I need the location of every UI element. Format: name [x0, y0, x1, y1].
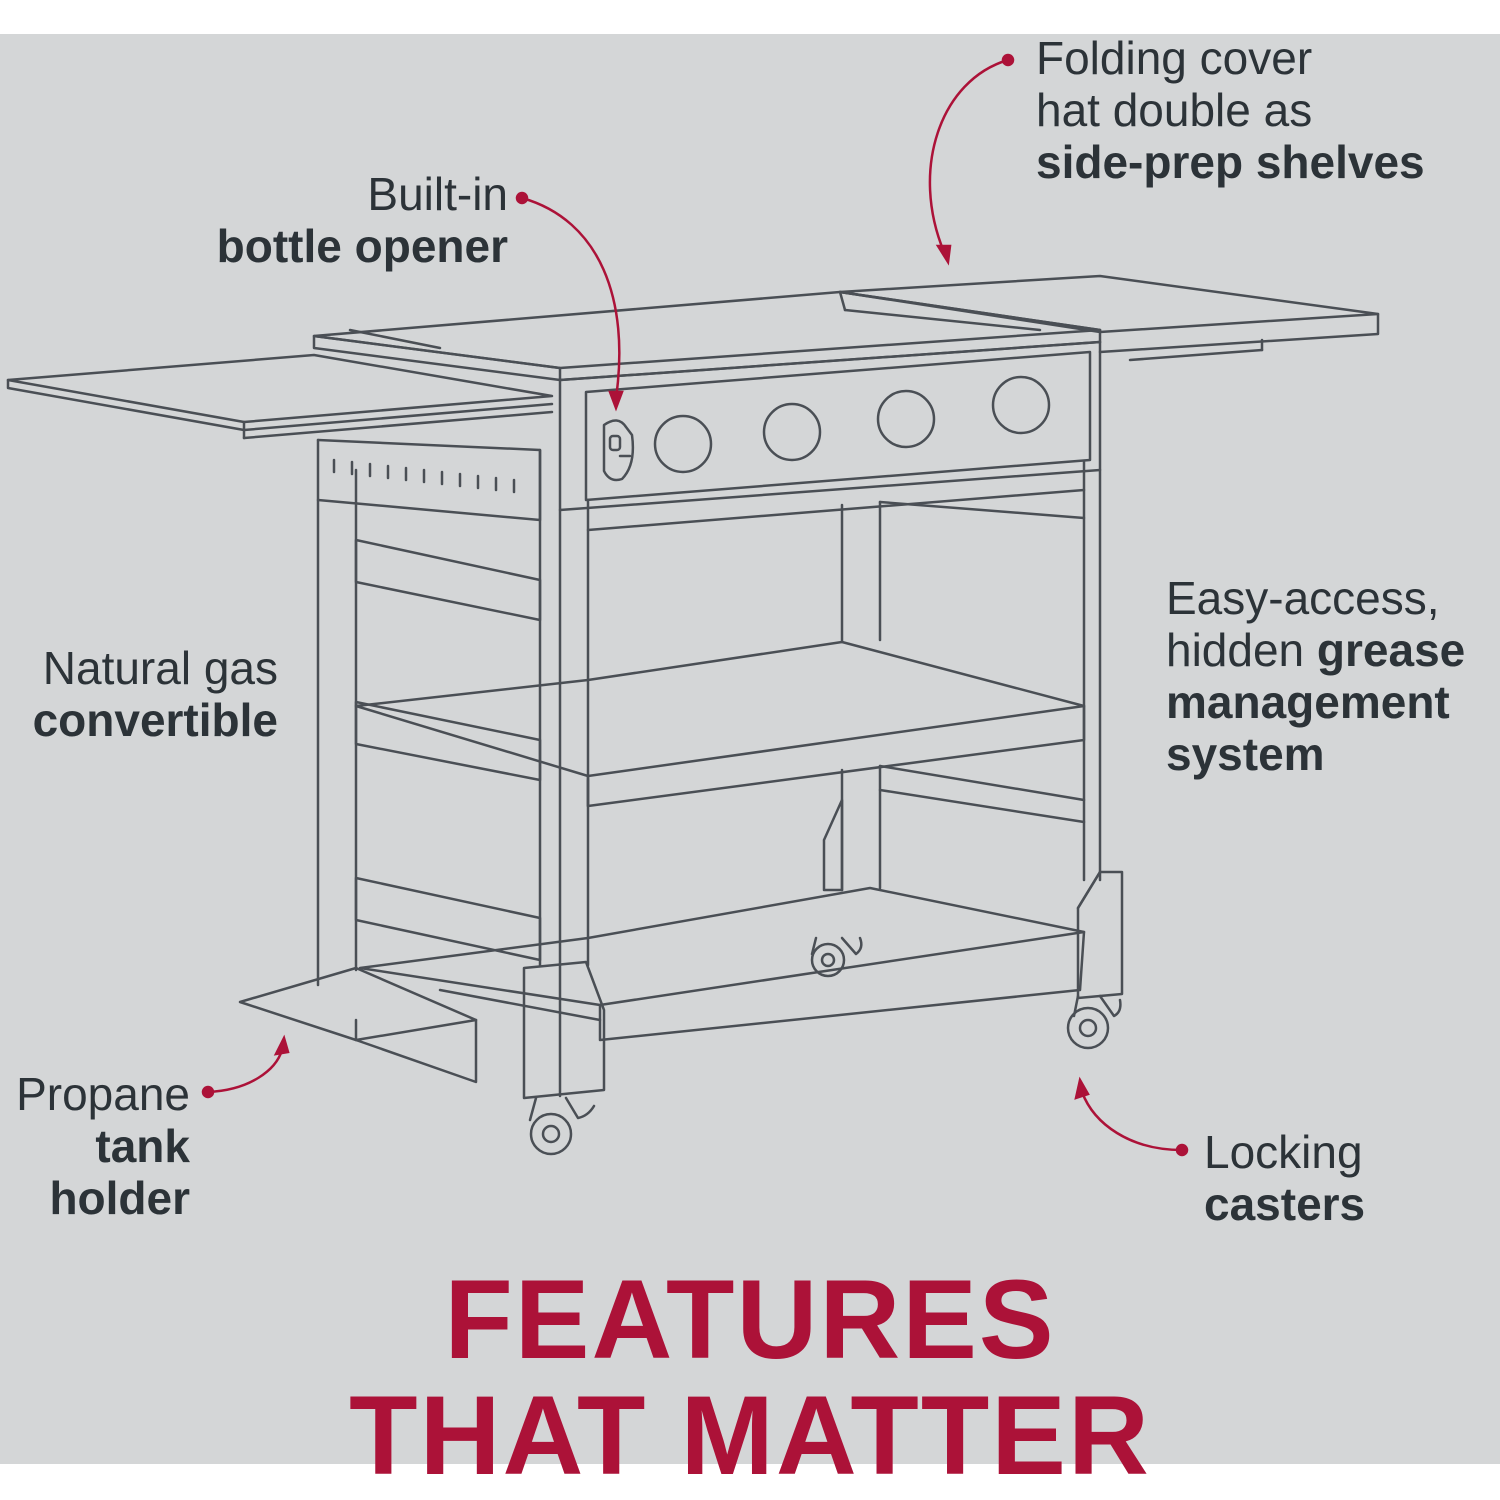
callout-grease-line3: management	[1166, 676, 1450, 728]
callout-propane-tank-holder: Propane tank holder	[0, 1068, 190, 1224]
propane-pointer	[201, 1034, 290, 1099]
callout-grease-line4: system	[1166, 728, 1325, 780]
callout-bottle-opener-line1: Built-in	[367, 168, 508, 220]
left-side-frame	[316, 438, 542, 987]
left-side-shelf	[6, 353, 554, 440]
callout-bottle-opener-line2: bottle opener	[216, 220, 508, 272]
callout-natural-gas: Natural gas convertible	[0, 642, 278, 746]
propane-tank-holder	[238, 966, 478, 1084]
callout-grease-line2: hidden grease	[1166, 624, 1465, 676]
front-control-panel	[558, 340, 1102, 512]
callout-grease-line2-bold: grease	[1316, 624, 1466, 676]
callout-casters-line1: Locking	[1204, 1126, 1363, 1178]
callout-propane-line3: holder	[49, 1172, 190, 1224]
bottle-opener-pointer	[515, 191, 624, 412]
callout-bottle-opener: Built-in bottle opener	[150, 168, 508, 272]
callout-folding-cover: Folding cover hat double as side-prep sh…	[1036, 32, 1425, 188]
caster-wheels	[528, 936, 1122, 1156]
folding-cover-pointer	[928, 53, 1015, 266]
callout-natural-gas-line1: Natural gas	[42, 642, 278, 694]
callout-folding-cover-line1: Folding cover	[1036, 32, 1313, 84]
background-panel	[0, 34, 1500, 1464]
headline: FEATURES THAT MATTER	[0, 1262, 1500, 1494]
callout-propane-line1: Propane	[16, 1068, 190, 1120]
callout-folding-cover-line2: hat double as	[1036, 84, 1313, 136]
headline-line1: FEATURES	[444, 1257, 1056, 1382]
right-side-shelf	[838, 274, 1380, 362]
callout-casters-line2: casters	[1204, 1178, 1366, 1230]
middle-shelf	[354, 640, 1086, 892]
front-frame	[558, 460, 1102, 967]
callout-locking-casters: Locking casters	[1204, 1126, 1365, 1230]
callout-propane-line2: tank	[95, 1120, 190, 1172]
callout-grease-line2-light: hidden	[1166, 624, 1317, 676]
cart-top-surface	[312, 290, 1102, 382]
callout-natural-gas-line2: convertible	[32, 694, 278, 746]
callout-grease-line1: Easy-access,	[1166, 572, 1440, 624]
casters-pointer	[1074, 1076, 1189, 1157]
left-leg-foot	[522, 870, 1102, 1100]
right-leg-foot	[1076, 870, 1124, 1000]
callout-grease-management: Easy-access, hidden grease management sy…	[1166, 572, 1465, 780]
headline-line2: THAT MATTER	[349, 1373, 1151, 1498]
callout-folding-cover-line3: side-prep shelves	[1036, 136, 1425, 188]
